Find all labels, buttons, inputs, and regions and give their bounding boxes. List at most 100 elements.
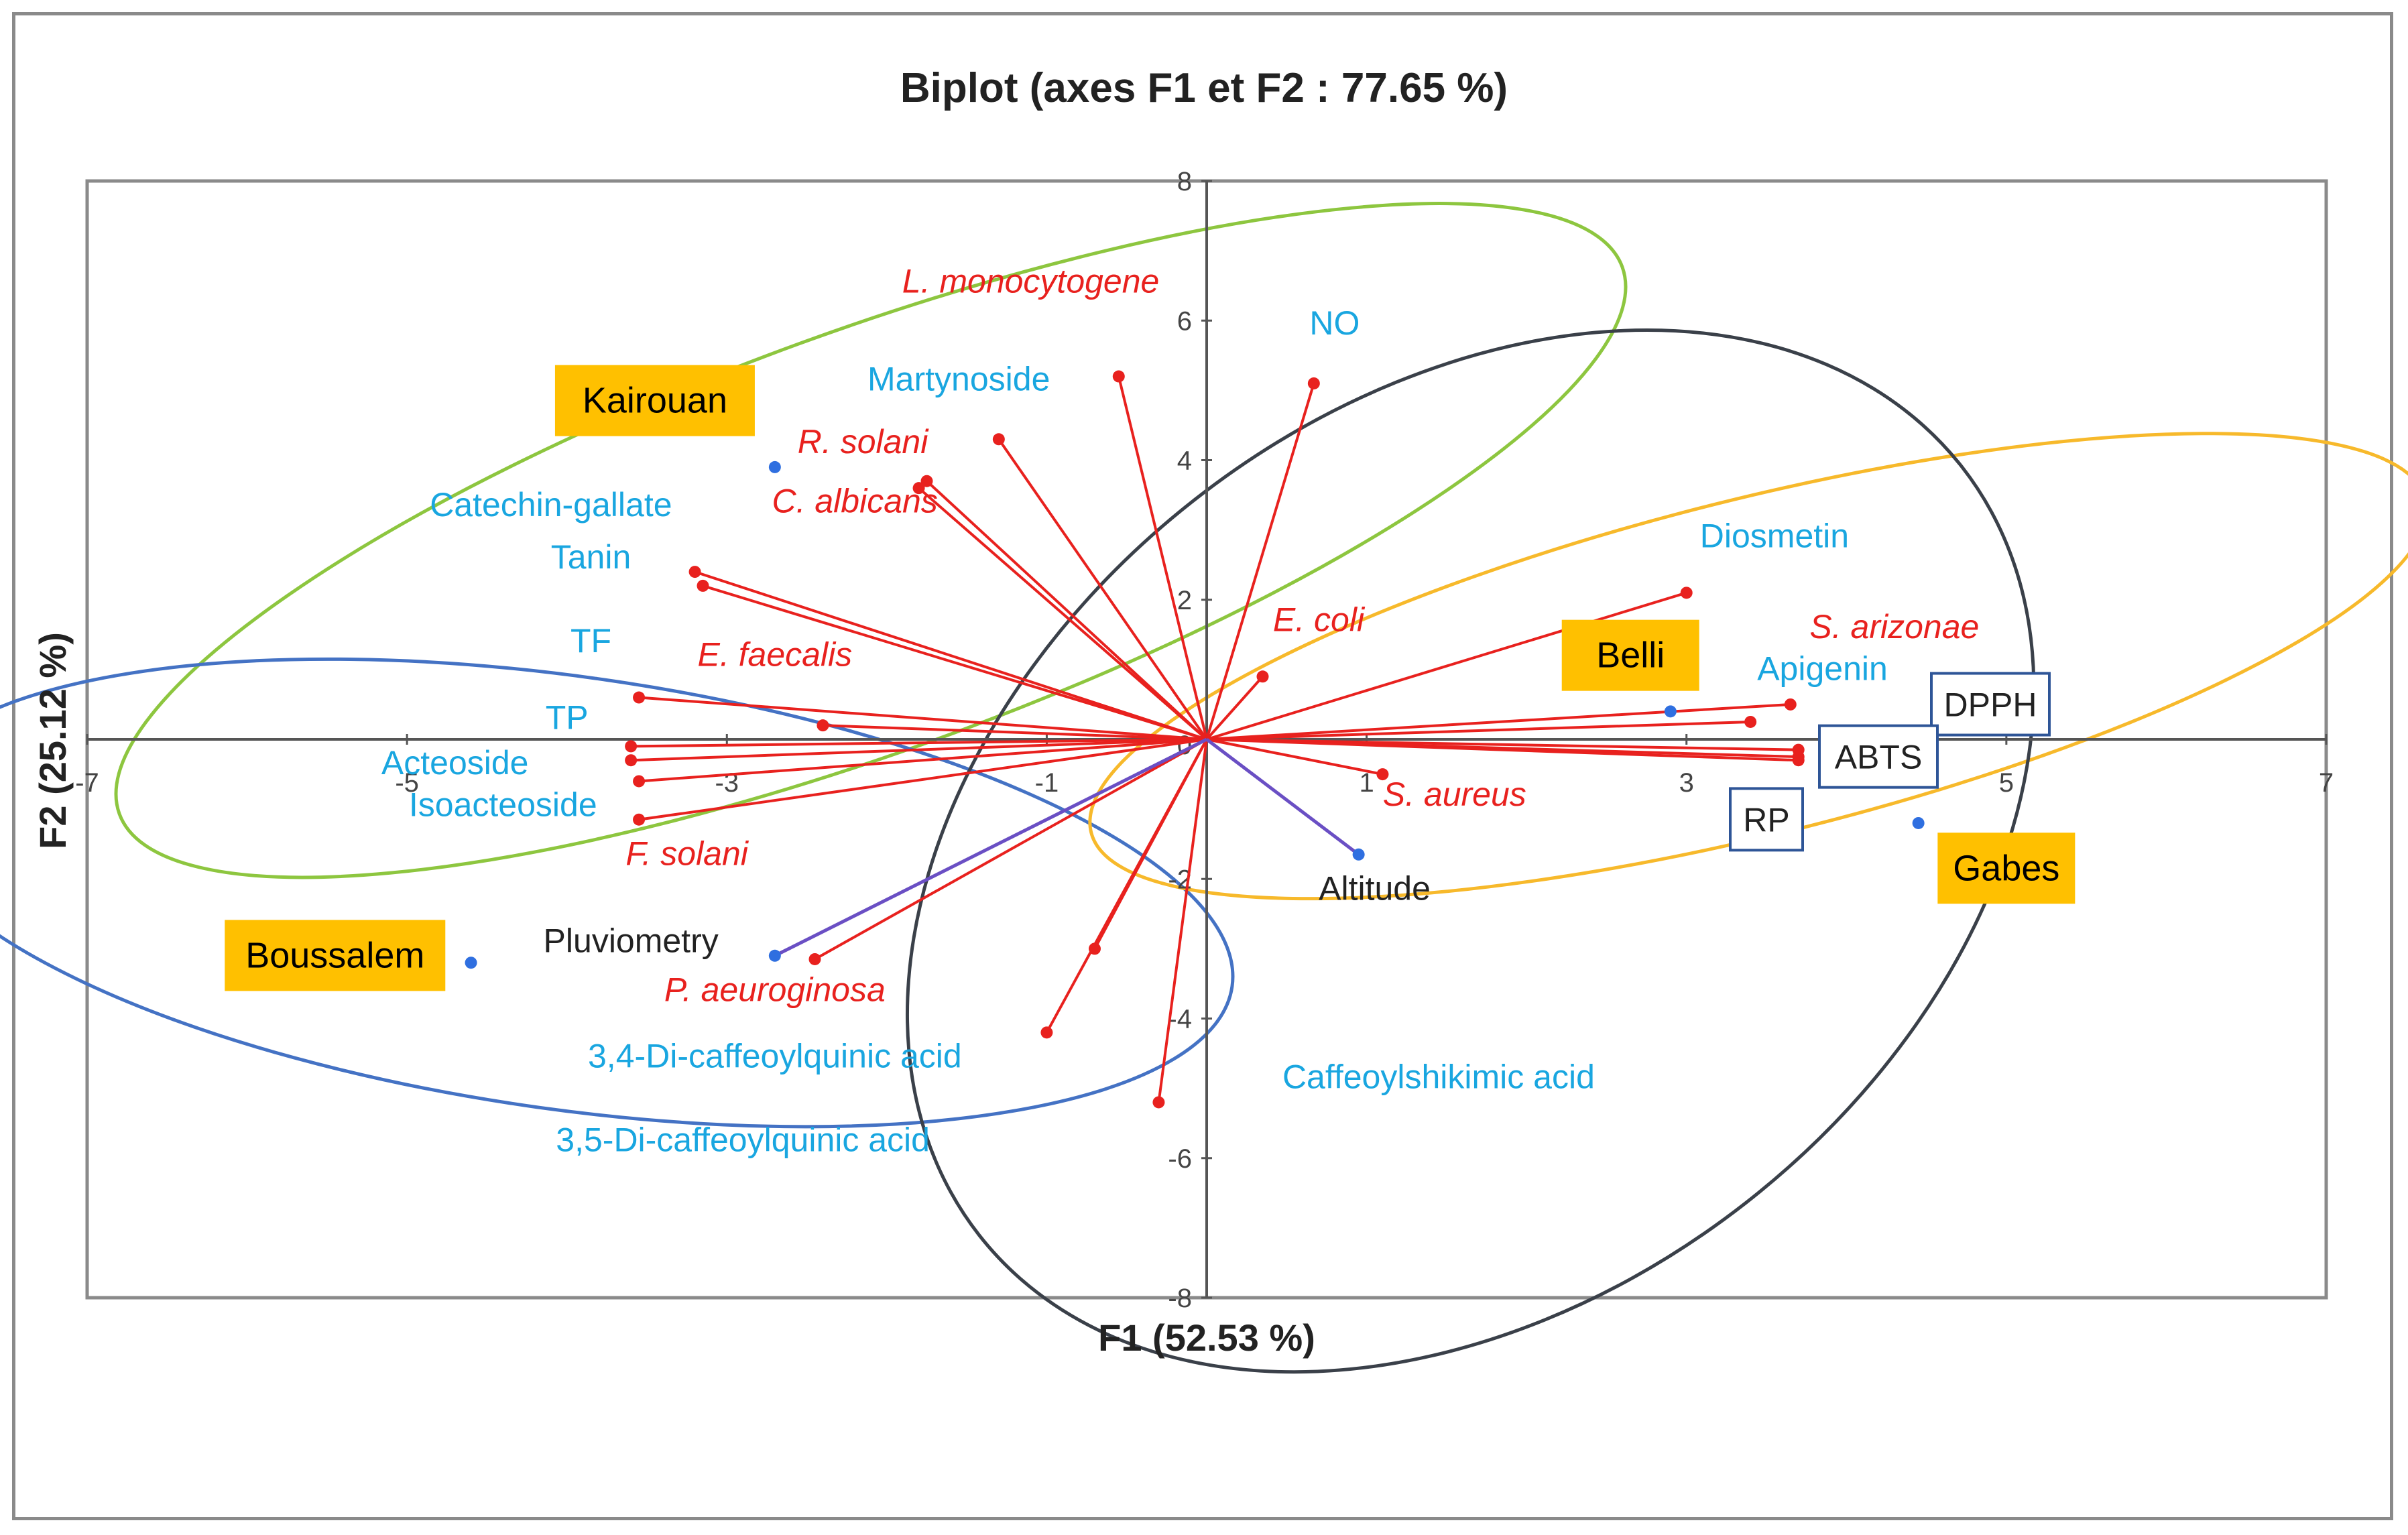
group-ellipses <box>0 202 2408 1374</box>
supplementary-point-pluviometry <box>768 949 781 962</box>
label-s-aureus: S. aureus <box>1383 776 1526 813</box>
site-box-gabes <box>1937 833 2075 904</box>
label-isoacteoside: Isoacteoside <box>409 786 597 824</box>
label-acteoside: Acteoside <box>381 744 529 782</box>
vector-e-coli <box>1205 675 1264 741</box>
vector-martynoside <box>998 438 1208 741</box>
ellipse-belli <box>1088 432 2408 901</box>
box-abts <box>1818 724 1939 789</box>
variable-vectors <box>625 370 1805 1109</box>
x-tick-label: 1 <box>1359 768 1374 798</box>
label-diosmetin: Diosmetin <box>1700 517 1849 555</box>
site-box-belli <box>1561 619 1699 691</box>
vector-point-tf <box>633 691 646 704</box>
vector-point-caffeoylshikimic-acid <box>1152 1096 1165 1109</box>
site-label-gabes: Gabes <box>1953 848 2059 888</box>
vector-rp <box>1206 738 1799 762</box>
vector-r-solani <box>926 480 1208 741</box>
vector-tp <box>631 738 1207 748</box>
label-f-solani: F. solani <box>625 835 749 872</box>
vector-f-solani <box>638 738 1207 821</box>
vector-point-tp <box>625 740 638 753</box>
boxed-label-dpph: DPPH <box>1944 686 2037 724</box>
label-pluviometry: Pluviometry <box>544 922 719 960</box>
site-point-gabes <box>1912 816 1925 829</box>
chart-frame <box>12 12 2393 1520</box>
x-axis-title: F1 (52.53 %) <box>1098 1316 1315 1359</box>
label-p-aeuroginosa: P. aeuroginosa <box>664 971 886 1008</box>
vector-l-monocytogene <box>1117 376 1208 740</box>
vector-point-p-aeuroginosa <box>808 953 821 965</box>
chart-title: Biplot (axes F1 et F2 : 77.65 %) <box>900 65 1508 111</box>
x-tick-label: -3 <box>715 768 739 798</box>
vector-point-isoacteoside <box>633 775 646 788</box>
vector-diosmetin <box>1206 591 1687 741</box>
vector-point-r-solani <box>920 475 933 487</box>
label-3-5-di-caffeoylquinic-acid: 3,5-Di-caffeoylquinic acid <box>556 1121 930 1158</box>
x-tick-label: -7 <box>75 768 99 798</box>
y-tick-label: 2 <box>1177 586 1192 615</box>
label-tanin: Tanin <box>551 538 631 576</box>
label-c-albicans: C. albicans <box>772 483 937 520</box>
vector-point-s-arizonae <box>1784 698 1797 711</box>
vector-s-arizonae <box>1206 702 1791 741</box>
boxed-label-rp: RP <box>1743 801 1789 839</box>
label-altitude: Altitude <box>1319 869 1431 907</box>
site-point-belli <box>1664 705 1677 718</box>
vector-apigenin <box>1206 720 1751 741</box>
label-s-arizonae: S. arizonae <box>1809 608 1979 646</box>
ellipse-boussalem <box>0 657 1235 1129</box>
label-tp: TP <box>546 698 589 736</box>
vector-point-l-monocytogene <box>1112 370 1125 383</box>
vector-point-acteoside <box>625 754 638 767</box>
x-tick-label: 7 <box>2319 768 2334 798</box>
vector-caffeoylshikimic-acid <box>1157 739 1208 1103</box>
vector-c-albicans <box>918 487 1208 741</box>
vector-acteoside <box>631 738 1207 762</box>
vector-point-no <box>1307 377 1320 389</box>
label-l-monocytogene: L. monocytogene <box>902 263 1160 300</box>
label-3-4-di-caffeoylquinic-acid: 3,4-Di-caffeoylquinic acid <box>588 1037 962 1074</box>
label-tf: TF <box>570 622 611 660</box>
vector-point-catechin-gallate <box>688 566 701 578</box>
label-apigenin: Apigenin <box>1757 650 1888 687</box>
vector-catechin-gallate <box>694 570 1207 741</box>
label-e-coli: E. coli <box>1273 601 1366 639</box>
vector-point-3-5-di-caffeoylquinic-acid <box>1040 1026 1053 1039</box>
label-martynoside: Martynoside <box>867 360 1050 397</box>
boxed-label-abts: ABTS <box>1835 739 1923 776</box>
vector-p-aeuroginosa <box>814 738 1207 961</box>
vector-point-e-coli <box>1256 670 1269 683</box>
vector-point-s-aureus <box>1376 768 1389 781</box>
label-e-faecalis: E. faecalis <box>698 636 853 674</box>
supplementary-vector-altitude <box>1205 738 1360 856</box>
vector-point-f-solani <box>633 813 646 826</box>
x-tick-label: -5 <box>395 768 419 798</box>
vector-s-aureus <box>1206 738 1383 776</box>
y-tick-label: 8 <box>1177 167 1192 196</box>
vector-point-apigenin <box>1744 715 1757 728</box>
observation-points <box>465 460 1925 969</box>
y-tick-label: 6 <box>1177 306 1192 336</box>
vector-point-diosmetin <box>1680 587 1693 599</box>
vector-point-c-albicans <box>912 482 925 495</box>
supplementary-point-altitude <box>1352 848 1365 861</box>
label-caffeoylshikimic-acid: Caffeoylshikimic acid <box>1282 1058 1595 1096</box>
y-tick-label: -8 <box>1168 1284 1192 1313</box>
site-point-boussalem <box>465 957 477 969</box>
label-catechin-gallate: Catechin-gallate <box>430 486 672 524</box>
box-dpph <box>1930 672 2051 737</box>
vector-e-faecalis <box>823 724 1207 741</box>
supplementary-vector-pluviometry <box>774 737 1208 958</box>
vector-point-rp <box>1792 754 1805 767</box>
vector-isoacteoside <box>638 738 1207 783</box>
site-box-kairouan <box>554 365 755 436</box>
x-tick-label: -1 <box>1035 768 1059 798</box>
site-label-boussalem: Boussalem <box>245 935 424 975</box>
vector-point-e-faecalis <box>817 719 829 732</box>
vector-point-martynoside <box>992 433 1005 446</box>
x-tick-label: 3 <box>1679 768 1694 798</box>
y-axis-title: F2 (25.12 %) <box>32 632 74 849</box>
